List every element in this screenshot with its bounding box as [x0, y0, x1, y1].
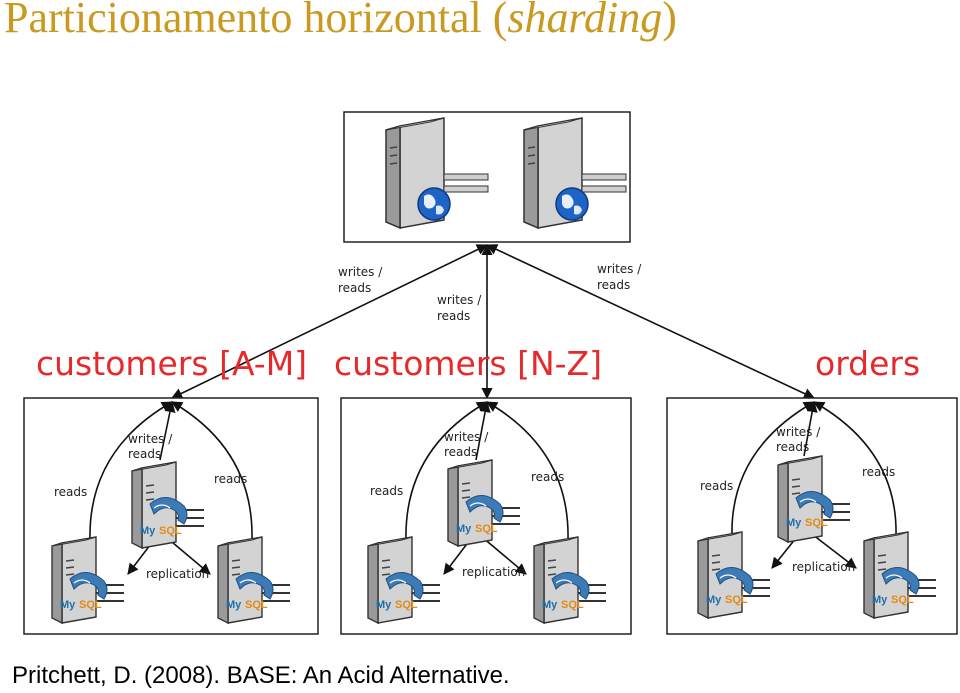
replication-label: replication [462, 565, 525, 579]
logo-sql: SQL [561, 599, 584, 611]
logo-sql: SQL [805, 517, 828, 529]
title-close: ) [662, 0, 677, 42]
shard-box-customers-a-m: My SQL My SQL My SQL writes / reads read… [23, 397, 319, 635]
replication-label: replication [146, 567, 209, 581]
logo-sql: SQL [245, 599, 268, 611]
group-label-customers-n-z: customers [N-Z] [334, 344, 602, 383]
logo-my: My [60, 599, 76, 611]
replication-label: replication [792, 560, 855, 574]
writes-label: writes / [776, 425, 821, 439]
writes-label: writes / [597, 262, 642, 276]
writes-reads-label-center: writes / reads [437, 293, 482, 323]
reads-label: reads [437, 309, 470, 323]
title-main: Particionamento horizontal ( [4, 0, 508, 42]
reads-label: reads [700, 479, 733, 493]
reads-label: reads [214, 472, 247, 486]
logo-my: My [706, 594, 722, 606]
sharding-diagram: writes / reads writes / reads writes / r… [23, 111, 958, 635]
logo-my: My [456, 523, 472, 535]
title-emphasis: sharding [507, 0, 663, 42]
writes-reads-label-right: writes / reads [597, 262, 642, 292]
group-label-orders: orders [815, 344, 920, 383]
writes-label: writes / [128, 432, 173, 446]
reads-label: reads [370, 484, 403, 498]
logo-sql: SQL [725, 594, 748, 606]
app-servers-box [343, 111, 631, 243]
writes-label: writes / [437, 293, 482, 307]
logo-my: My [542, 599, 558, 611]
logo-sql: SQL [891, 594, 914, 606]
writes-label: writes / [338, 265, 383, 279]
logo-my: My [872, 594, 888, 606]
logo-my: My [376, 599, 392, 611]
reads-label: reads [597, 278, 630, 292]
shard-box-customers-n-z: My SQL My SQL My SQL writes / reads read… [340, 397, 632, 635]
reads-label: reads [128, 447, 161, 461]
logo-my: My [140, 525, 156, 537]
reads-label: reads [776, 440, 809, 454]
shard-box-orders: My SQL My SQL My SQL writes / reads read… [666, 397, 958, 635]
reads-label: reads [531, 470, 564, 484]
reads-label: reads [862, 465, 895, 479]
reads-label: reads [338, 281, 371, 295]
logo-my: My [226, 599, 242, 611]
reads-label: reads [444, 445, 477, 459]
reads-label: reads [54, 485, 87, 499]
writes-label: writes / [444, 430, 489, 444]
logo-sql: SQL [159, 525, 182, 537]
slide-title: Particionamento horizontal (sharding) [4, 0, 677, 43]
logo-sql: SQL [475, 523, 498, 535]
logo-sql: SQL [79, 599, 102, 611]
writes-reads-label-left: writes / reads [338, 265, 383, 295]
logo-sql: SQL [395, 599, 418, 611]
logo-my: My [786, 517, 802, 529]
group-label-customers-a-m: customers [A-M] [36, 344, 307, 383]
top-connectors [170, 243, 816, 400]
citation: Pritchett, D. (2008). BASE: An Acid Alte… [12, 662, 510, 689]
